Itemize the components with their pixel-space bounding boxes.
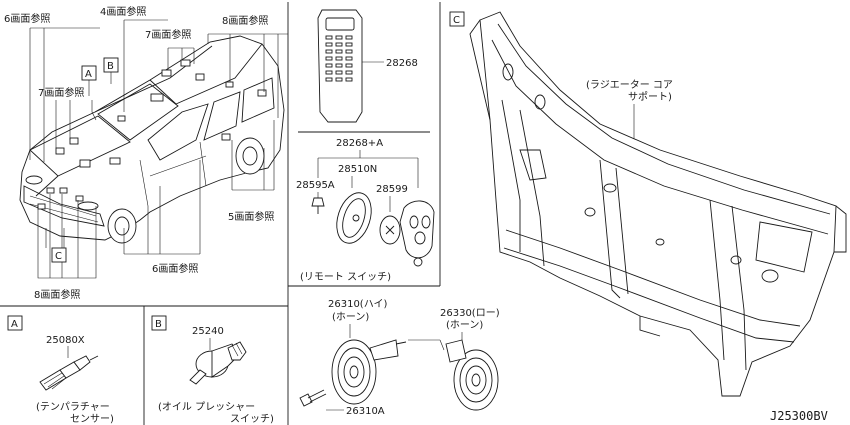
panel-b: B 25240 (オイル プレッシャー スイッチ) — [151, 315, 274, 425]
vehicle-body — [19, 35, 285, 241]
oil-switch-name-line2: スイッチ) — [230, 413, 274, 425]
remote-transmitter: 28268 — [317, 9, 418, 123]
callout-letter-a: A — [85, 69, 92, 80]
panel-a-letter: A — [11, 319, 18, 330]
panel-a-letter-box — [7, 315, 23, 331]
vehicle-overview — [19, 35, 285, 244]
ref-label-7-top: 7画面参照 — [145, 28, 191, 41]
panel-a: A 25080X (テンパラチャー センサー) — [7, 315, 114, 425]
front-wheel — [107, 208, 137, 244]
oil-pressure-switch-drawing — [189, 341, 247, 385]
ref-label-6-top: 6画面参照 — [4, 12, 50, 25]
temperature-sensor-drawing — [39, 355, 99, 391]
battery-drawing — [379, 215, 401, 245]
transmitter-part-number: 28268 — [386, 58, 418, 69]
horn-hi-drawing — [331, 339, 407, 405]
horn-hi-part-number: 26310(ハイ) — [328, 299, 388, 310]
windshield — [97, 83, 179, 141]
panel-c-letter: C — [453, 15, 460, 26]
panel-c-letter-box — [449, 11, 465, 27]
screw-drawing — [311, 197, 325, 214]
radiator-support-label-line1: (ラジエーター コア — [586, 79, 673, 91]
remote-switch-caption: (リモート スイッチ) — [300, 271, 391, 283]
remote-screw-part-number: 28595A — [296, 180, 335, 191]
radiator-core-support-drawing — [469, 11, 847, 397]
remote-key-set: 28268+A 28510N 28595A 28599 — [296, 138, 435, 283]
key-fob-drawing — [399, 200, 435, 267]
oil-switch-name-line1: (オイル プレッシャー — [158, 401, 255, 413]
callout-box-c — [51, 247, 67, 263]
oil-switch-part-number: 25240 — [192, 326, 224, 337]
ref-label-8-bottom: 8画面参照 — [34, 288, 80, 301]
remote-case-part-number: 28510N — [338, 164, 377, 175]
ref-label-7-left: 7画面参照 — [38, 86, 84, 99]
horn-bolt-drawing — [299, 389, 327, 407]
panel-b-letter: B — [155, 319, 162, 330]
temp-sensor-name-line2: センサー) — [70, 413, 114, 425]
remote-battery-part-number: 28599 — [376, 184, 408, 195]
temp-sensor-part-number: 25080X — [46, 335, 85, 346]
ref-label-4: 4画面参照 — [100, 5, 146, 18]
horn-section: 26310(ハイ) (ホーン) 26330(ロー) (ホーン) 26310A — [299, 299, 500, 417]
rear-window — [203, 91, 241, 141]
ref-label-5: 5画面参照 — [228, 210, 274, 223]
horn-lo-name: (ホーン) — [446, 319, 483, 331]
hood — [29, 115, 131, 177]
horn-hi-name: (ホーン) — [332, 311, 369, 323]
front-grille — [23, 185, 105, 227]
remote-case-drawing — [336, 192, 372, 244]
panel-b-letter-box — [151, 315, 167, 331]
radiator-support-label-line2: サポート) — [628, 91, 672, 103]
horn-lo-part-number: 26330(ロー) — [440, 308, 500, 319]
panel-c: C (ラジエーター コア サポート) — [449, 11, 847, 397]
callout-letter-b: B — [107, 61, 114, 72]
callout-letter-c: C — [55, 251, 62, 262]
rear-wheel — [235, 137, 265, 175]
diagram-code: J25300BV — [770, 409, 828, 423]
ref-label-6-bottom: 6画面参照 — [152, 262, 198, 275]
side-window — [147, 103, 209, 161]
panel-dividers — [0, 2, 441, 425]
horn-lo-drawing — [445, 339, 499, 411]
ref-label-8-top: 8画面参照 — [222, 14, 268, 27]
vehicle-leaders — [29, 19, 288, 279]
horn-bolt-part-number: 26310A — [346, 406, 385, 417]
remote-set-part-number: 28268+A — [336, 138, 383, 149]
temp-sensor-name-line1: (テンパラチャー — [36, 401, 110, 413]
